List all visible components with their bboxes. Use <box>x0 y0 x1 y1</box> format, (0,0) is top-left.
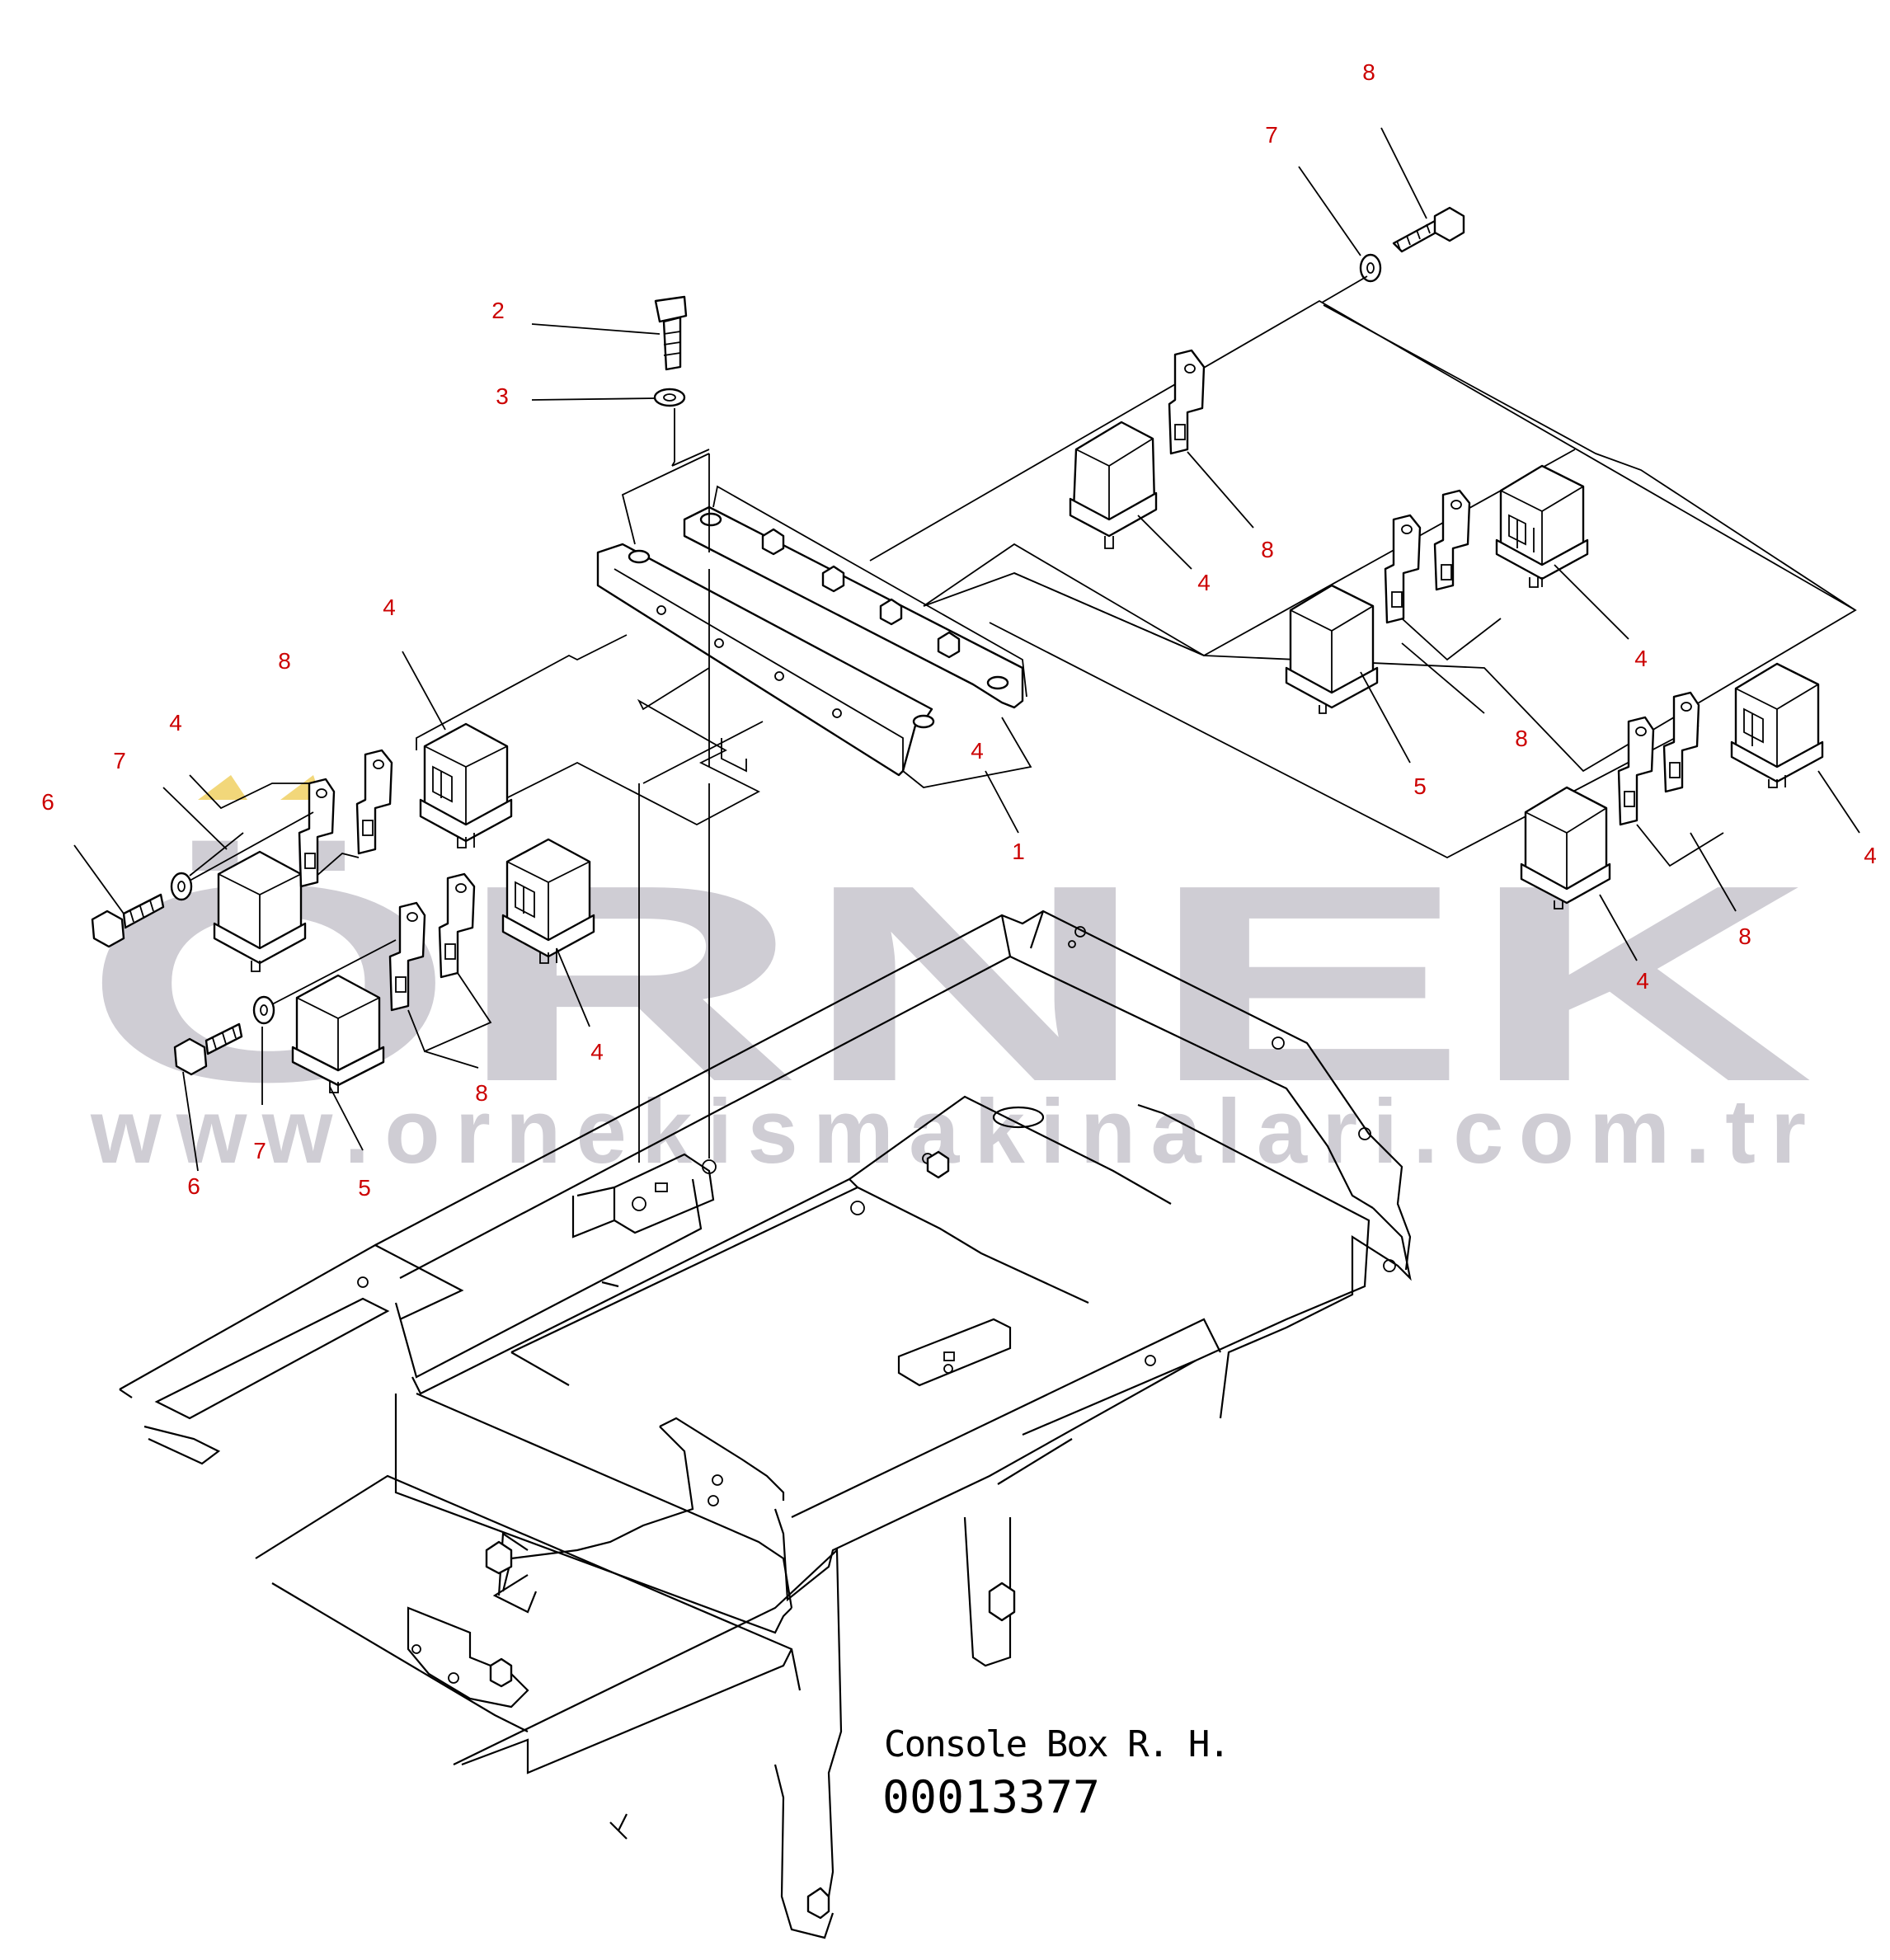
relay-left-top <box>419 722 513 848</box>
callout-6: 6 <box>41 789 54 815</box>
callout-7: 7 <box>1265 122 1278 148</box>
callout-8: 8 <box>1261 537 1274 562</box>
relay-left-5 <box>291 974 385 1093</box>
callout-7: 7 <box>253 1138 266 1163</box>
mounting-bracket-assembly <box>596 485 1032 788</box>
callout-5: 5 <box>358 1175 371 1201</box>
washer-3 <box>653 388 686 407</box>
callout-8: 8 <box>1362 59 1375 85</box>
callout-4: 4 <box>383 595 396 620</box>
console-frame <box>119 909 1412 1939</box>
relay-clip-left-3 <box>438 872 476 979</box>
bolt-8-top <box>1392 206 1465 253</box>
relay-clip-right-2 <box>1384 514 1422 624</box>
washer-7-top <box>1359 253 1382 283</box>
callout-3: 3 <box>496 383 509 409</box>
callout-4: 4 <box>1864 843 1877 868</box>
relay-clip-right-top <box>1168 349 1206 455</box>
callout-8: 8 <box>1738 924 1751 949</box>
relay-right-mid <box>1495 464 1589 588</box>
relay-clip-left-4 <box>388 901 426 1012</box>
callout-4: 4 <box>1636 968 1649 994</box>
callout-6: 6 <box>187 1173 200 1199</box>
relay-right-5 <box>1285 584 1379 714</box>
relay-clip-right-4 <box>1617 716 1655 826</box>
callout-1: 1 <box>1012 839 1025 864</box>
relay-bottom-right <box>1520 786 1611 909</box>
callout-8: 8 <box>475 1080 488 1106</box>
washer-7-lower <box>252 995 275 1025</box>
relay-clip-left-1 <box>355 749 393 855</box>
diagram-code: 00013377 <box>882 1771 1100 1823</box>
callout-8: 8 <box>278 648 291 674</box>
diagram-title: Console Box R. H. <box>884 1723 1230 1765</box>
relay-clip-right-3 <box>1433 489 1471 591</box>
callout-labels: 8 7 2 3 8 4 4 8 4 5 1 4 8 4 4 8 4 7 6 4 … <box>41 59 1877 1201</box>
bolt-6-lower <box>173 1022 243 1076</box>
bolt-6-upper <box>91 893 165 948</box>
callout-7: 7 <box>113 748 126 773</box>
callout-2: 2 <box>491 298 505 323</box>
callout-8: 8 <box>1515 726 1528 751</box>
relay-clip-right-5 <box>1662 691 1700 793</box>
bracket-rear <box>683 505 1024 709</box>
bracket-front <box>596 543 933 777</box>
watermark-accent-left <box>198 775 247 800</box>
callout-4: 4 <box>971 738 984 764</box>
title-block: Console Box R. H. 00013377 <box>882 1723 1230 1823</box>
callout-leaders <box>73 127 1860 1172</box>
relay-right-top <box>1069 421 1158 549</box>
relay-left-mid <box>501 838 595 964</box>
callout-4: 4 <box>1634 646 1648 671</box>
watermark: ÖRNEK www.ornekismakinalari.com.tr <box>82 775 1814 1182</box>
callout-4: 4 <box>590 1039 604 1065</box>
callout-4: 4 <box>1197 570 1211 595</box>
relay-far-right <box>1730 662 1824 788</box>
bolt-2 <box>654 295 688 371</box>
callout-5: 5 <box>1413 773 1427 799</box>
relay-left-outer <box>213 850 307 972</box>
relay-clip-left-2 <box>298 778 336 888</box>
callout-4: 4 <box>169 710 182 736</box>
washer-7-upper <box>170 872 193 901</box>
